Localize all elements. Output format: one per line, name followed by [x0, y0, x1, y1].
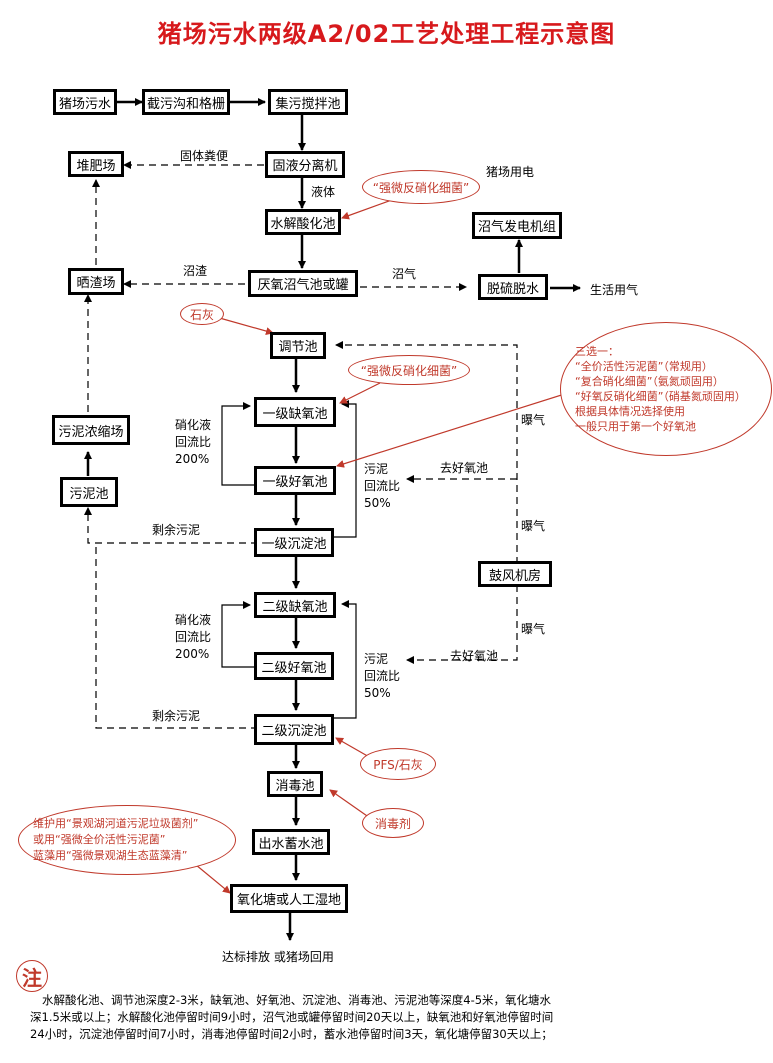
- select-line-6: 一般只用于第一个好氧池: [575, 420, 696, 433]
- select-line-5: 根据具体情况选择使用: [575, 405, 685, 418]
- label-solid-manure: 固体粪便: [180, 149, 229, 163]
- bubble-denitrifying-bacteria-2: “强微反硝化细菌”: [348, 355, 470, 385]
- sludge1-line-3: 50%: [364, 496, 391, 510]
- nitrify2-line-1: 硝化液: [175, 613, 212, 627]
- note-line-3: 24小时，沉淀池停留时间7小时，消毒池停留时间2小时，蓄水池停留时间3天，氧化塘…: [30, 1027, 553, 1041]
- nitrify1-line-2: 回流比: [175, 435, 212, 449]
- box-collect-tank: 集污搅拌池: [268, 89, 348, 115]
- box-thickener: 污泥浓缩场: [52, 415, 130, 445]
- box-settle1: 一级沉淀池: [254, 528, 334, 557]
- label-aeration-2: 曝气: [521, 519, 546, 533]
- box-dry-field: 晒渣场: [68, 268, 124, 295]
- box-anaerobic: 厌氧沼气池或罐: [248, 270, 358, 297]
- label-liquid: 液体: [311, 185, 336, 199]
- bubble-lime: 石灰: [180, 303, 224, 325]
- box-desulfur: 脱硫脱水: [478, 274, 548, 300]
- nitrify2-line-3: 200%: [175, 647, 210, 661]
- sludge1-line-2: 回流比: [364, 479, 401, 493]
- box-compost: 堆肥场: [68, 151, 124, 177]
- note-mark: 注: [16, 960, 48, 992]
- box-disinfect: 消毒池: [267, 771, 323, 797]
- label-farm-power: 猪场用电: [486, 165, 535, 179]
- note-line-2: 深1.5米或以上；水解酸化池停留时间9小时，沼气池或罐停留时间20天以上，缺氧池…: [30, 1010, 554, 1024]
- sludge2-line-2: 回流比: [364, 669, 401, 683]
- box-settle2: 二级沉淀池: [254, 714, 334, 745]
- sludge2-line-1: 污泥: [364, 652, 389, 666]
- box-generator: 沼气发电机组: [472, 212, 562, 239]
- label-excess-sludge-2: 剩余污泥: [152, 709, 201, 723]
- box-storage: 出水蓄水池: [252, 829, 330, 855]
- nitrify2-line-2: 回流比: [175, 630, 212, 644]
- notes-block: 水解酸化池、调节池深度2-3米，缺氧池、好氧池、沉淀池、消毒池、污泥池等深度4-…: [30, 992, 750, 1043]
- maint-line-2: 或用“强微全价活性污泥菌”: [33, 833, 166, 846]
- label-to-aerobic-1: 去好氧池: [440, 461, 489, 475]
- box-sludge-pool: 污泥池: [60, 477, 118, 507]
- bubble-maintenance: 维护用“景观湖河道污泥垃圾菌剂” 或用“强微全价活性污泥菌” 蓝藻用“强微景观湖…: [18, 805, 236, 875]
- label-nitrify-return-2: 硝化液 回流比 200%: [175, 612, 211, 663]
- box-aerobic2: 二级好氧池: [254, 652, 334, 680]
- maint-line-3: 蓝藻用“强微景观湖生态蓝藻清”: [33, 849, 188, 862]
- select-line-2: “全价活性污泥菌”（常规用）: [575, 360, 713, 373]
- label-excess-sludge-1: 剩余污泥: [152, 523, 201, 537]
- label-discharge: 达标排放 或猪场回用: [222, 950, 334, 964]
- label-sludge-return-1: 污泥 回流比 50%: [364, 461, 400, 512]
- sludge1-line-1: 污泥: [364, 462, 389, 476]
- nitrify1-line-1: 硝化液: [175, 418, 212, 432]
- select-line-3: “复合硝化细菌”（氨氮顽固用）: [575, 375, 724, 388]
- label-aeration-3: 曝气: [521, 622, 546, 636]
- sludge2-line-3: 50%: [364, 686, 391, 700]
- label-to-aerobic-2: 去好氧池: [450, 649, 499, 663]
- bubble-bacteria-selection: 三选一： “全价活性污泥菌”（常规用） “复合硝化细菌”（氨氮顽固用） “好氧反…: [560, 322, 772, 456]
- box-anoxic2: 二级缺氧池: [254, 592, 336, 618]
- box-adjust: 调节池: [270, 332, 326, 359]
- bubble-pfs-lime: PFS/石灰: [360, 748, 436, 780]
- box-aerobic1: 一级好氧池: [254, 466, 336, 495]
- box-pig-sewage: 猪场污水: [53, 89, 117, 115]
- label-sludge-return-2: 污泥 回流比 50%: [364, 651, 400, 702]
- box-anoxic1: 一级缺氧池: [254, 397, 336, 427]
- label-aeration-1: 曝气: [521, 413, 546, 427]
- box-blower: 鼓风机房: [478, 561, 552, 587]
- maint-line-1: 维护用“景观湖河道污泥垃圾菌剂”: [33, 817, 199, 830]
- label-nitrify-return-1: 硝化液 回流比 200%: [175, 417, 211, 468]
- diagram-title: 猪场污水两级A2/02工艺处理工程示意图: [157, 20, 616, 48]
- label-biogas: 沼气: [392, 267, 417, 281]
- select-line-4: “好氧反硝化细菌”（硝基氮顽固用）: [575, 390, 746, 403]
- box-separator: 固液分离机: [265, 151, 345, 178]
- nitrify1-line-3: 200%: [175, 452, 210, 466]
- box-wetland: 氧化塘或人工湿地: [230, 884, 348, 913]
- label-residue: 沼渣: [183, 264, 208, 278]
- note-line-1: 水解酸化池、调节池深度2-3米，缺氧池、好氧池、沉淀池、消毒池、污泥池等深度4-…: [42, 993, 552, 1007]
- label-domestic-gas: 生活用气: [590, 283, 639, 297]
- bubble-denitrifying-bacteria-1: “强微反硝化细菌”: [362, 170, 480, 204]
- box-hydrolysis: 水解酸化池: [265, 209, 341, 235]
- bubble-disinfectant: 消毒剂: [362, 808, 424, 838]
- box-grid-channel: 截污沟和格栅: [142, 89, 230, 115]
- select-line-1: 三选一：: [575, 345, 619, 358]
